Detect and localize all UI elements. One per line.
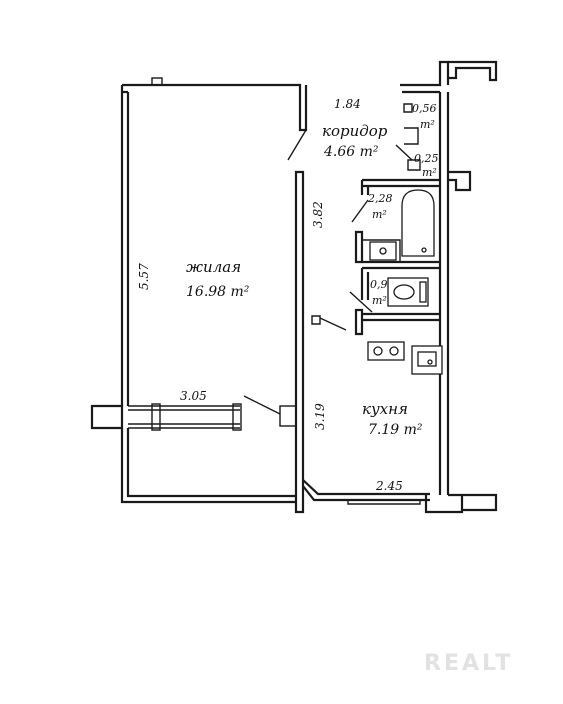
closet-b-unit: m² [422,166,437,179]
corridor-width-dimension: 1.84 [334,97,361,111]
living-height-dimension: 5.57 [137,263,151,290]
realt-watermark: REALT [424,651,513,676]
bath-unit: m² [372,208,387,221]
kitchen-stove [367,341,405,361]
kitchen-depth-dimension: 3.19 [313,403,327,430]
toilet [387,277,429,307]
bath-area: 2,28 [367,192,393,205]
kitchen-width-dimension: 2.45 [375,479,403,493]
bathroom-sink [369,241,397,261]
closet-a-area: 0,56 [412,102,437,115]
living-room-area: 16.98 m² [186,284,250,300]
corridor-walls [311,60,498,495]
wc-area: 0,9 [370,278,388,291]
closet-a-unit: m² [420,118,435,131]
closet-b-area: 0,25 [414,152,439,165]
living-width-dimension: 3.05 [180,389,207,403]
kitchen-sink [411,345,443,375]
living-room-name: жилая [186,258,241,276]
kitchen-name: кухня [362,400,408,418]
living-room-walls [90,77,308,514]
wc-unit: m² [372,294,387,307]
bathtub [401,189,435,257]
kitchen-walls [243,395,498,514]
corridor-name: коридор [322,122,388,140]
corridor-depth-dimension: 3.82 [311,201,325,228]
kitchen-area: 7.19 m² [368,422,423,438]
corridor-area: 4.66 m² [323,144,379,160]
